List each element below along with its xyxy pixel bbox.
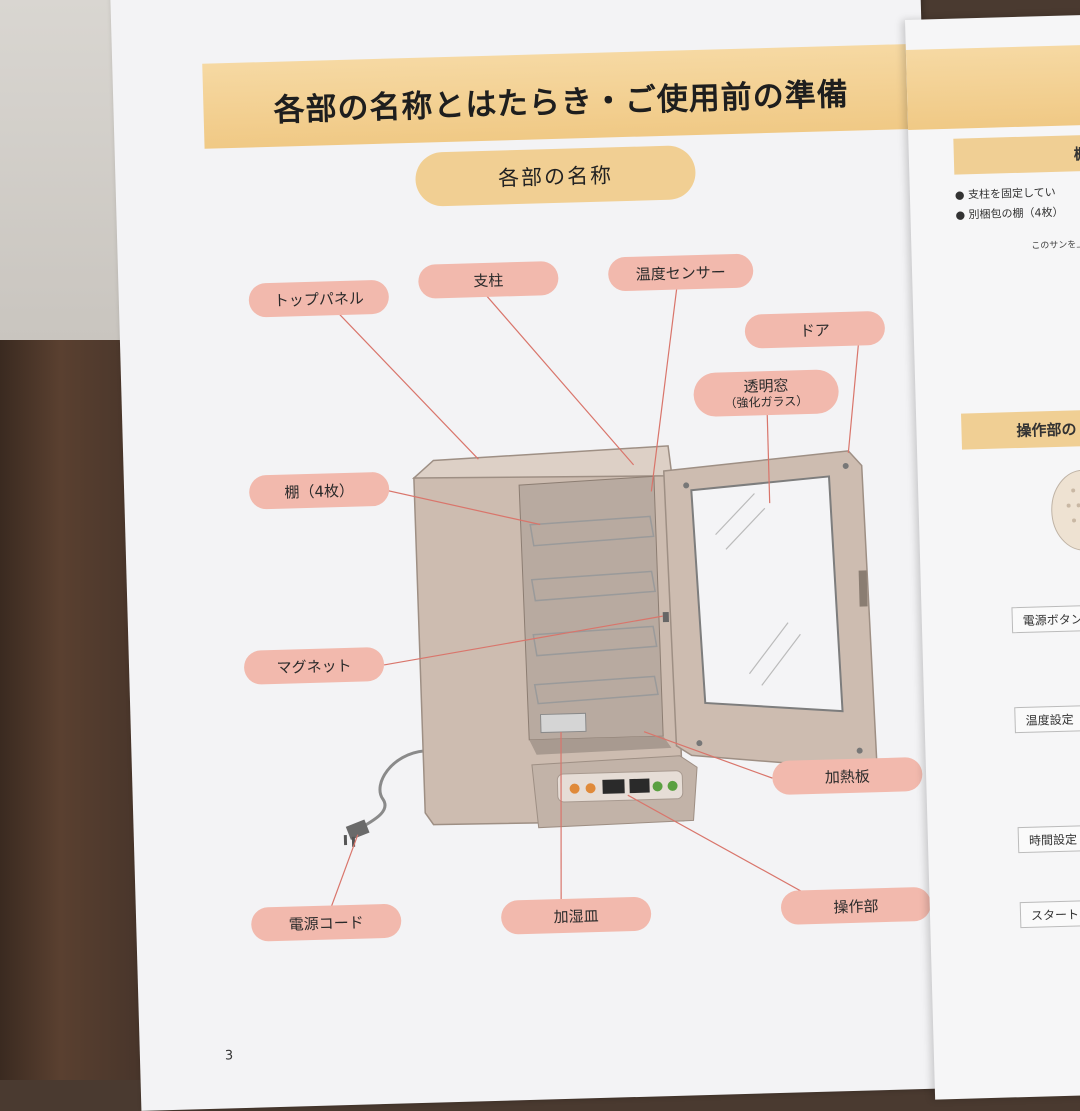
label-door: ドア bbox=[744, 310, 886, 349]
right-bullet-1-text: 支柱を固定してい bbox=[967, 185, 1056, 202]
label-transparent-window: 透明窓 （強化ガラス） bbox=[693, 369, 840, 418]
right-control-heading: 操作部の bbox=[961, 407, 1080, 450]
cabinet-illustration bbox=[343, 445, 878, 847]
label-shelf: 棚（4枚） bbox=[248, 471, 390, 510]
right-bullet-2-text: 別梱包の棚（4枚） bbox=[968, 205, 1064, 222]
right-button-label-time: 時間設定 bbox=[1017, 822, 1080, 854]
manual-page-left: 各部の名称とはたらき・ご使用前の準備 各部の名称 bbox=[110, 0, 952, 1111]
right-bullet-1: ● 支柱を固定してい bbox=[954, 185, 1056, 202]
right-shelf-heading: 棚 bbox=[953, 132, 1080, 175]
label-magnet: マグネット bbox=[243, 646, 385, 685]
label-temp-sensor: 温度センサー bbox=[607, 253, 754, 292]
right-header-banner bbox=[905, 43, 1080, 130]
label-heater-plate: 加熱板 bbox=[771, 756, 923, 796]
right-button-label-temp: 温度設定 bbox=[1014, 703, 1080, 734]
label-humid-tray: 加湿皿 bbox=[500, 896, 652, 935]
page-number: 3 bbox=[224, 1048, 234, 1064]
label-top-panel: トップパネル bbox=[248, 279, 390, 318]
label-pillar: 支柱 bbox=[417, 260, 559, 299]
right-button-label-start: スタートボ bbox=[1019, 897, 1080, 929]
manual-page-right: 棚 ● 支柱を固定してい ● 別梱包の棚（4枚） このサンを上 操作部の 電 電… bbox=[905, 13, 1080, 1100]
control-dial-illustration bbox=[1051, 469, 1080, 551]
right-note: このサンを上 bbox=[1031, 240, 1080, 252]
label-power-cord: 電源コード bbox=[250, 903, 402, 942]
right-bullet-2: ● 別梱包の棚（4枚） bbox=[955, 205, 1064, 222]
label-window-line1: 透明窓 bbox=[743, 376, 789, 396]
leader-lines bbox=[325, 275, 861, 921]
label-window-line2: （強化ガラス） bbox=[724, 393, 809, 411]
right-button-label-power: 電源ボタン bbox=[1011, 603, 1080, 634]
label-control-panel: 操作部 bbox=[780, 886, 932, 925]
